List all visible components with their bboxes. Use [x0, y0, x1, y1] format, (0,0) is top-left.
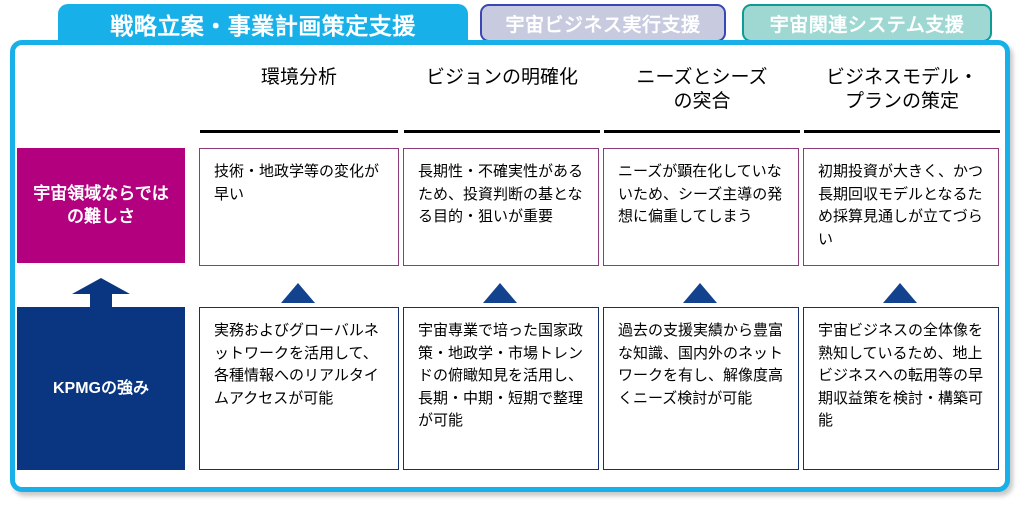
cell-strength-business-model: 宇宙ビジネスの全体像を熟知しているため、地上ビジネスへの転用等の早期収益策を検討…: [803, 307, 999, 470]
cell-difficulty-business-model: 初期投資が大きく、かつ長期回収モデルとなるため採算見通しが立てづらい: [803, 148, 999, 266]
cell-difficulty-business-model-text: 初期投資が大きく、かつ長期回収モデルとなるため採算見通しが立てづらい: [818, 163, 984, 248]
strength-to-difficulty-arrow-icon: [72, 278, 130, 310]
cell-strength-needs-seeds: 過去の支援実績から豊富な知識、国内外のネットワークを有し、解像度高くニーズ検討が…: [603, 307, 799, 470]
column-header-vision: ビジョンの明確化: [402, 66, 602, 120]
column-header-environment-label: 環境分析: [260, 67, 337, 88]
tab-strategy[interactable]: 戦略立案・事業計画策定支援: [58, 4, 468, 44]
column-rule-needs-seeds: [604, 130, 800, 133]
column-arrow-environment-icon: [281, 283, 315, 303]
row-label-strength: KPMGの強み: [17, 307, 185, 470]
tab-systems[interactable]: 宇宙関連システム支援: [742, 4, 992, 42]
cell-strength-environment: 実務およびグローバルネットワークを活用して、各種情報へのリアルタイムアクセスが可…: [199, 307, 399, 470]
tab-systems-label: 宇宙関連システム支援: [769, 14, 965, 36]
row-label-strength-text: KPMGの強み: [52, 379, 149, 397]
column-header-vision-label: ビジョンの明確化: [425, 67, 578, 88]
column-header-needs-seeds: ニーズとシーズ の突合: [602, 66, 802, 120]
cell-difficulty-needs-seeds: ニーズが顕在化していないため、シーズ主導の発想に偏重してしまう: [603, 148, 799, 266]
row-label-difficulty-text: 宇宙領域ならでは の難しさ: [33, 183, 169, 226]
column-arrow-needs-seeds-icon: [683, 283, 717, 303]
cell-difficulty-vision-text: 長期性・不確実性があるため、投資判断の基となる目的・狙いが重要: [418, 163, 584, 225]
cell-strength-vision-text: 宇宙専業で培った国家政策・地政学・市場トレンドの俯瞰知見を活用し、長期・中期・短…: [418, 322, 584, 429]
cell-difficulty-vision: 長期性・不確実性があるため、投資判断の基となる目的・狙いが重要: [403, 148, 599, 266]
cell-strength-environment-text: 実務およびグローバルネットワークを活用して、各種情報へのリアルタイムアクセスが可…: [214, 322, 379, 407]
column-arrow-vision-icon: [483, 283, 517, 303]
column-header-environment: 環境分析: [196, 66, 402, 120]
column-header-business-model: ビジネスモデル・ プランの策定: [802, 66, 1002, 120]
cell-strength-business-model-text: 宇宙ビジネスの全体像を熟知しているため、地上ビジネスへの転用等の早期収益策を検討…: [818, 322, 984, 429]
column-header-business-model-label: ビジネスモデル・ プランの策定: [825, 67, 978, 113]
column-rule-vision: [404, 130, 600, 133]
cell-difficulty-environment: 技術・地政学等の変化が早い: [199, 148, 399, 266]
tab-execution-label: 宇宙ビジネス実行支援: [505, 14, 701, 36]
column-rule-business-model: [804, 130, 1000, 133]
column-arrow-business-model-icon: [883, 283, 917, 303]
column-rule-environment: [200, 130, 398, 133]
tab-execution[interactable]: 宇宙ビジネス実行支援: [480, 4, 726, 42]
tab-strip: 戦略立案・事業計画策定支援 宇宙ビジネス実行支援 宇宙関連システム支援: [0, 4, 1025, 48]
column-header-needs-seeds-label: ニーズとシーズ の突合: [636, 67, 768, 113]
row-label-difficulty: 宇宙領域ならでは の難しさ: [17, 148, 185, 263]
cell-strength-needs-seeds-text: 過去の支援実績から豊富な知識、国内外のネットワークを有し、解像度高くニーズ検討が…: [618, 322, 784, 407]
cell-difficulty-needs-seeds-text: ニーズが顕在化していないため、シーズ主導の発想に偏重してしまう: [618, 163, 783, 225]
tab-strategy-label: 戦略立案・事業計画策定支援: [110, 13, 416, 39]
cell-strength-vision: 宇宙専業で培った国家政策・地政学・市場トレンドの俯瞰知見を活用し、長期・中期・短…: [403, 307, 599, 470]
cell-difficulty-environment-text: 技術・地政学等の変化が早い: [214, 163, 380, 203]
